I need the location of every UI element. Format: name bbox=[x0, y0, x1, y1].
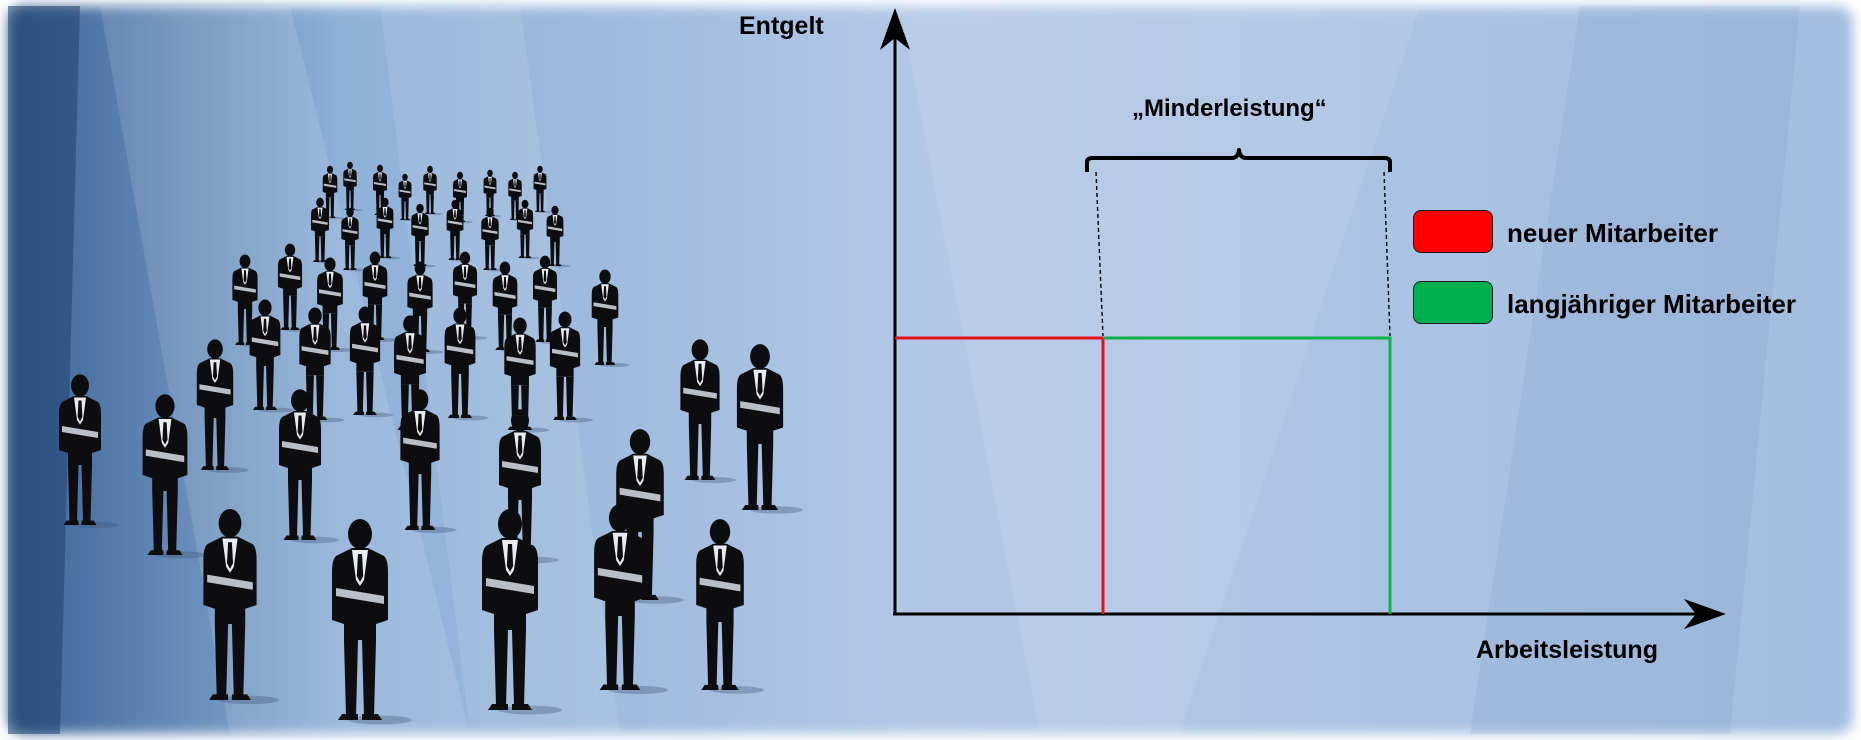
legend-swatch-new-employee bbox=[1413, 210, 1493, 253]
legend-label-longtime-employee: langjähriger Mitarbeiter bbox=[1507, 289, 1796, 319]
minderleistung-brace bbox=[1085, 148, 1392, 337]
y-axis-label: Entgelt bbox=[739, 12, 824, 40]
legend-swatch-longtime-employee bbox=[1413, 281, 1493, 324]
curve-longtime-employee bbox=[1103, 336, 1392, 614]
x-axis-label: Arbeitsleistung bbox=[1476, 636, 1658, 664]
curves bbox=[895, 336, 1392, 614]
brace-label: „Minderleistung“ bbox=[1132, 95, 1327, 122]
legend-label-new-employee: neuer Mitarbeiter bbox=[1507, 218, 1718, 248]
business-people-silhouettes-icon bbox=[59, 161, 803, 725]
background bbox=[8, 6, 1853, 734]
axes bbox=[880, 8, 1726, 629]
